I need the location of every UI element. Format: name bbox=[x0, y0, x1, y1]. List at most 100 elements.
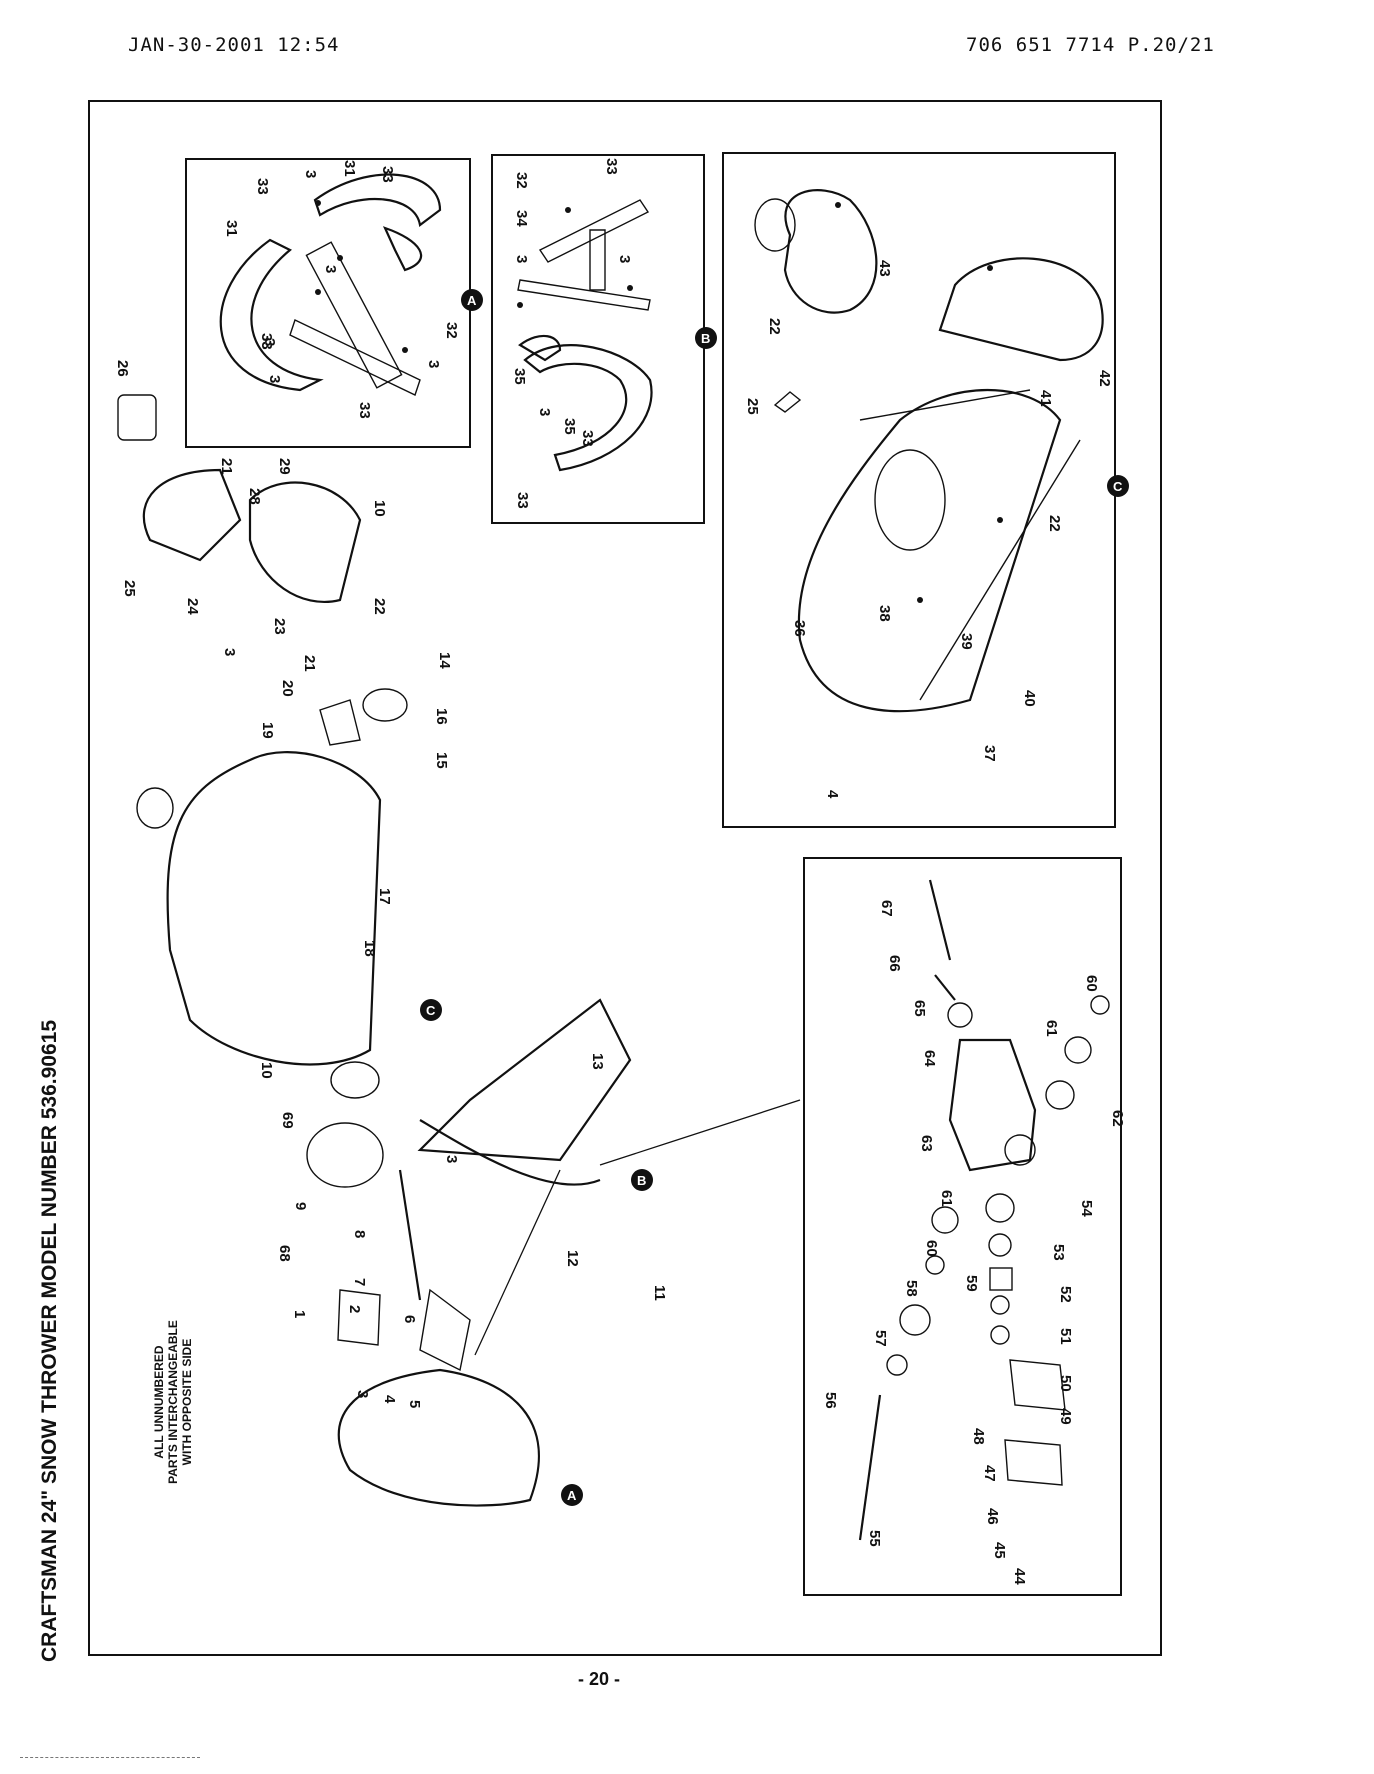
part-num: 37 bbox=[981, 745, 998, 762]
part-num: 49 bbox=[1057, 1408, 1074, 1425]
part-num: 54 bbox=[1078, 1200, 1095, 1217]
part-num: 48 bbox=[970, 1428, 987, 1445]
part-num: 32 bbox=[513, 172, 530, 189]
part-num: 25 bbox=[744, 398, 761, 415]
diagram-frame bbox=[88, 100, 1162, 1656]
part-num: 63 bbox=[918, 1135, 935, 1152]
part-num: 45 bbox=[991, 1542, 1008, 1559]
part-num: 35 bbox=[561, 418, 578, 435]
part-num: 66 bbox=[886, 955, 903, 972]
housing-c-drawing bbox=[754, 189, 1104, 713]
part-num: 3 bbox=[266, 375, 283, 383]
part-num: 3 bbox=[425, 360, 442, 368]
part-num: 10 bbox=[371, 500, 388, 517]
part-num: 33 bbox=[603, 158, 620, 175]
part-num: 3 bbox=[513, 255, 530, 263]
part-num: 61 bbox=[938, 1190, 955, 1207]
part-num: 3 bbox=[443, 1155, 460, 1163]
callout-a-inset: A bbox=[461, 289, 483, 311]
part-num: 24 bbox=[184, 598, 201, 615]
part-num: 33 bbox=[514, 492, 531, 509]
part-num: 19 bbox=[259, 722, 276, 739]
part-num: 14 bbox=[436, 652, 453, 669]
auger-a-drawing bbox=[219, 173, 442, 396]
part-num: 52 bbox=[1057, 1286, 1074, 1303]
part-num: 65 bbox=[911, 1000, 928, 1017]
part-num: 41 bbox=[1037, 390, 1054, 407]
part-num: 33 bbox=[379, 166, 396, 183]
part-num: 38 bbox=[876, 605, 893, 622]
part-num: 44 bbox=[1011, 1568, 1028, 1585]
part-num: 3 bbox=[354, 1390, 371, 1398]
part-num: 53 bbox=[1050, 1244, 1067, 1261]
callout-b-main: B bbox=[631, 1169, 653, 1191]
part-num: 31 bbox=[223, 220, 240, 237]
part-num: 4 bbox=[381, 1395, 398, 1404]
part-num: 20 bbox=[279, 680, 296, 697]
callout-a-main: A bbox=[561, 1484, 583, 1506]
part-num: 58 bbox=[903, 1280, 920, 1297]
part-num: 3 bbox=[261, 338, 278, 346]
part-num: 3 bbox=[536, 408, 553, 416]
part-num: 21 bbox=[218, 458, 235, 475]
inset-gearbox bbox=[803, 857, 1122, 1596]
part-num: 5 bbox=[406, 1400, 423, 1408]
part-num: 15 bbox=[433, 752, 450, 769]
callout-b-inset: B bbox=[695, 327, 717, 349]
main-labels: 26 21 28 29 25 24 3 23 22 10 21 20 19 14… bbox=[114, 360, 668, 1408]
part-num: 51 bbox=[1057, 1328, 1074, 1345]
part-num: 28 bbox=[246, 488, 263, 505]
part-num: 59 bbox=[963, 1275, 980, 1292]
part-num: 31 bbox=[341, 160, 358, 177]
scan-artifact-line bbox=[20, 1757, 200, 1760]
part-num: 40 bbox=[1021, 690, 1038, 707]
part-num: 33 bbox=[579, 430, 596, 447]
part-num: 6 bbox=[401, 1315, 418, 1323]
part-num: 60 bbox=[1083, 975, 1100, 992]
part-num: 33 bbox=[254, 178, 271, 195]
svg-text:A: A bbox=[467, 293, 477, 308]
part-num: 23 bbox=[271, 618, 288, 635]
part-num: 16 bbox=[433, 708, 450, 725]
auger-b-drawing bbox=[517, 199, 653, 472]
part-num: 34 bbox=[513, 210, 530, 227]
gearbox-labels: 67 66 65 64 63 60 61 62 54 53 52 51 50 4… bbox=[822, 900, 1126, 1585]
part-num: 10 bbox=[258, 1062, 275, 1079]
svg-text:A: A bbox=[567, 1488, 577, 1503]
part-num: 43 bbox=[876, 260, 893, 277]
part-num: 33 bbox=[258, 333, 275, 350]
part-num: 39 bbox=[958, 633, 975, 650]
fax-header-right: 706 651 7714 P.20/21 bbox=[966, 34, 1215, 56]
part-num: 13 bbox=[589, 1053, 606, 1070]
inset-c-labels: 22 43 42 41 25 22 36 38 39 40 37 4 bbox=[744, 260, 1113, 799]
part-num: 55 bbox=[866, 1530, 883, 1547]
page-number: - 20 - bbox=[578, 1669, 621, 1689]
part-num: 57 bbox=[872, 1330, 889, 1347]
part-num: 22 bbox=[766, 318, 783, 335]
part-num: 26 bbox=[114, 360, 131, 377]
part-num: 64 bbox=[921, 1050, 938, 1067]
inset-a-labels: 33 3 31 33 31 3 32 3 33 3 33 3 bbox=[223, 160, 460, 419]
part-num: 9 bbox=[292, 1202, 309, 1210]
part-num: 60 bbox=[923, 1240, 940, 1257]
part-num: 69 bbox=[279, 1112, 296, 1129]
part-num: 33 bbox=[356, 402, 373, 419]
part-num: 1 bbox=[291, 1310, 308, 1318]
gearbox-drawing bbox=[858, 879, 1110, 1541]
callout-c-inset: C bbox=[1107, 475, 1129, 497]
part-num: 61 bbox=[1043, 1020, 1060, 1037]
svg-text:C: C bbox=[426, 1003, 436, 1018]
part-num: 25 bbox=[121, 580, 138, 597]
part-num: 22 bbox=[371, 598, 388, 615]
inset-b-labels: 32 34 3 33 3 35 3 35 33 33 bbox=[511, 158, 633, 509]
part-num: 68 bbox=[276, 1245, 293, 1262]
part-num: 56 bbox=[822, 1392, 839, 1409]
part-num: 3 bbox=[322, 265, 339, 273]
part-num: 46 bbox=[984, 1508, 1001, 1525]
svg-text:C: C bbox=[1113, 479, 1123, 494]
part-num: 12 bbox=[564, 1250, 581, 1267]
callout-c-main: C bbox=[420, 999, 442, 1021]
part-num: 3 bbox=[616, 255, 633, 263]
part-num: 29 bbox=[276, 458, 293, 475]
svg-text:B: B bbox=[637, 1173, 646, 1188]
